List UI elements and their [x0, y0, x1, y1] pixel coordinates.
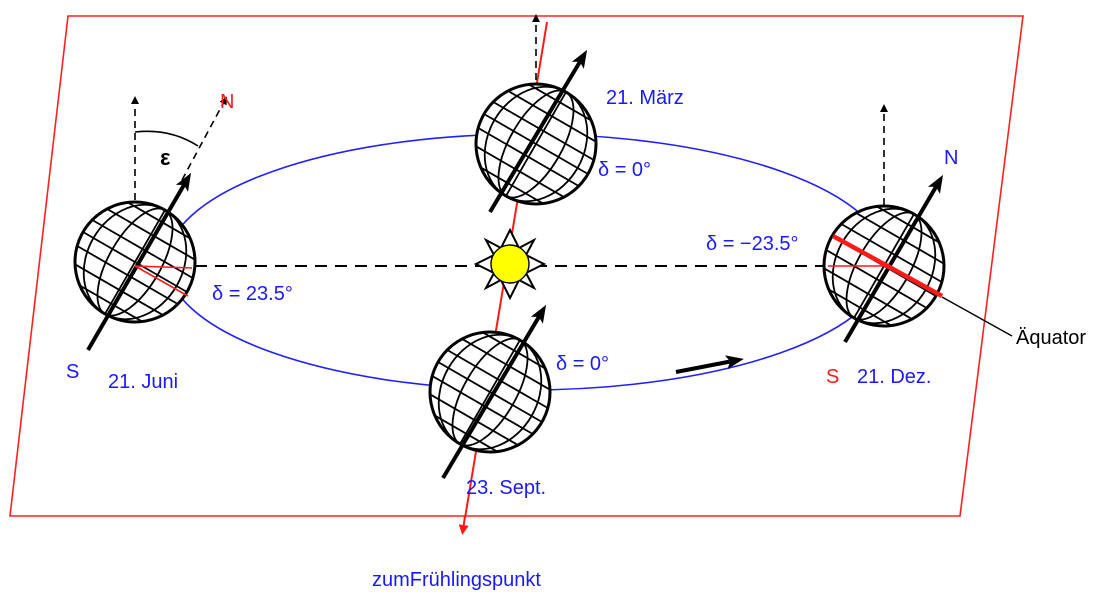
- june-axis: [86, 172, 192, 352]
- obliquity-label: ε: [160, 145, 171, 170]
- june-date-label: 21. Juni: [108, 371, 178, 393]
- globe-june-icon: [61, 184, 209, 340]
- arrow-right-icon: [675, 355, 744, 374]
- march-date-label: 21. März: [606, 87, 684, 109]
- march-axis: [488, 49, 588, 214]
- december-equator-line: [831, 234, 944, 298]
- equator-pointer-line: [941, 296, 1013, 337]
- globe-march-icon: [462, 66, 610, 222]
- june-declination-line: [134, 265, 189, 297]
- september-axis: [441, 304, 547, 480]
- june-declination-label: δ = 23.5°: [212, 283, 293, 305]
- september-date-label: 23. Sept.: [466, 477, 546, 499]
- december-south-label: S: [826, 366, 839, 388]
- september-declination-label: δ = 0°: [556, 353, 609, 375]
- june-south-label: S: [66, 361, 79, 383]
- vernal-direction-arrow: [458, 515, 469, 535]
- december-declination-label: δ = −23.5°: [706, 233, 799, 255]
- obliquity-arc: [134, 130, 199, 147]
- june-axis-dashed: [181, 96, 227, 181]
- ecliptic-plane: [9, 15, 1024, 517]
- december-date-label: 21. Dez.: [857, 366, 931, 388]
- sun-icon: [473, 227, 547, 301]
- globe-september-icon: [416, 314, 564, 470]
- june-north-label: N: [220, 91, 234, 113]
- june-equator-line: [134, 265, 193, 269]
- vernal-point-label: zumFrühlingspunkt: [372, 569, 541, 591]
- march-declination-label: δ = 0°: [598, 159, 651, 181]
- december-north-label: N: [944, 147, 958, 169]
- december-axis: [843, 174, 944, 344]
- equator-label: Äquator: [1016, 327, 1086, 349]
